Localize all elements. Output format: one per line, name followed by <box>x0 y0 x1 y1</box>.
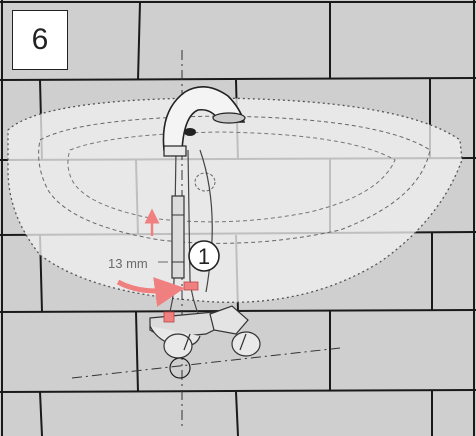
step-number-badge: 6 <box>12 10 68 70</box>
callout-1: 1 <box>188 240 220 272</box>
curved-arrow-icon <box>116 277 185 307</box>
dimension-label: 13 mm <box>108 256 148 271</box>
faucet-icon <box>162 86 246 157</box>
valve-icon <box>149 305 261 379</box>
callout-label: 1 <box>198 244 210 269</box>
valve-axis-line <box>71 347 341 379</box>
